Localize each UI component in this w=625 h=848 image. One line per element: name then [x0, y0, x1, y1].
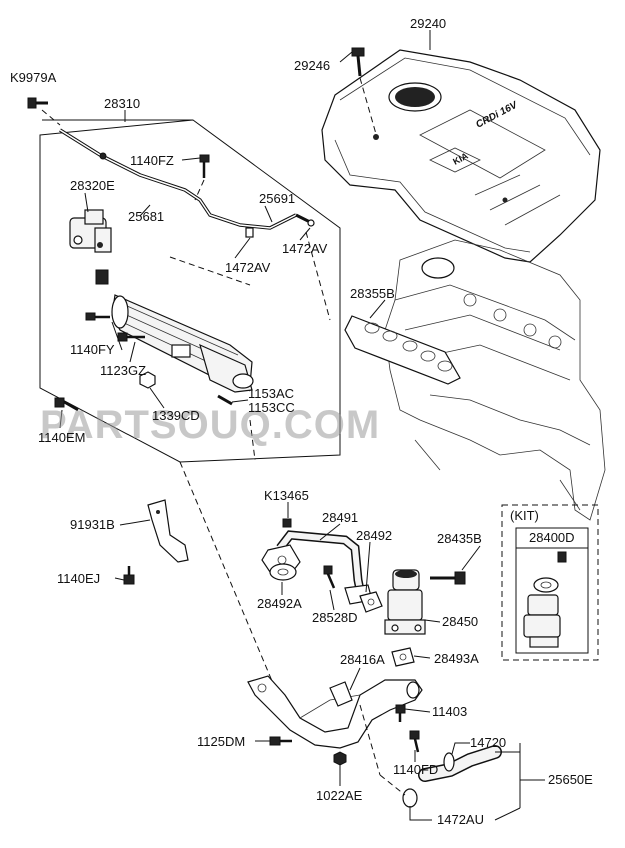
label-1140EM: 1140EM	[38, 430, 85, 445]
label-1472AV-right: 1472AV	[282, 241, 328, 256]
bolt-1125DM-part	[269, 736, 292, 746]
label-1140FZ: 1140FZ	[130, 153, 174, 168]
label-1140FD: 1140FD	[393, 762, 438, 777]
bolt-1140EM-part	[54, 397, 79, 412]
hose-25650E-part	[418, 745, 502, 782]
engine-cover-part: KIA CRDi 16V	[321, 49, 601, 263]
label-28310: 28310	[104, 96, 140, 111]
watermark-text: PARTSOUQ.COM	[40, 403, 380, 447]
screw-K13465-part	[282, 518, 292, 528]
clamp-14720-part	[443, 752, 455, 772]
egr-pipe-25681-part	[59, 128, 315, 238]
label-25650E: 25650E	[548, 772, 593, 787]
label-91931B: 91931B	[70, 517, 115, 532]
label-K9979A: K9979A	[10, 70, 57, 85]
label-1140EJ: 1140EJ	[57, 571, 100, 586]
label-14720: 14720	[470, 735, 506, 750]
bolt-29246-part	[351, 47, 365, 77]
bolt-28528D-part	[323, 565, 336, 589]
bolt-1140FD-part	[409, 730, 420, 753]
label-28492: 28492	[356, 528, 392, 543]
label-28491: 28491	[322, 510, 358, 525]
bracket-91931B-part	[147, 499, 189, 563]
clip-part	[95, 269, 109, 285]
label-1022AE: 1022AE	[316, 788, 363, 803]
label-28493A: 28493A	[434, 651, 479, 666]
bolt-1140EJ-part	[123, 566, 135, 585]
clamp-1472AU-part	[402, 788, 418, 808]
label-28355B: 28355B	[350, 286, 395, 301]
label-25681: 25681	[128, 209, 164, 224]
engine-block-part	[384, 239, 606, 521]
label-28416A: 28416A	[340, 652, 385, 667]
leader-lines	[59, 30, 545, 821]
bolt-K9979A-part	[27, 97, 48, 109]
label-28450: 28450	[442, 614, 478, 629]
label-28492A: 28492A	[257, 596, 302, 611]
part-labels: 29240 29246 K9979A 28310 1140FZ 28320E 2…	[10, 16, 593, 827]
nut-1022AE-part	[333, 751, 347, 766]
label-kit: (KIT)	[510, 508, 539, 523]
gasket-28493A-part	[391, 647, 415, 667]
egr-actuator-28320E-part	[69, 209, 112, 253]
label-K13465: K13465	[264, 488, 309, 503]
label-28320E: 28320E	[70, 178, 115, 193]
egr-pipe-28491-part	[261, 530, 373, 605]
label-1140FY: 1140FY	[70, 342, 115, 357]
egr-cooler-pipe-28416A-part	[247, 675, 423, 749]
bolt-1123GZ-part	[117, 332, 145, 342]
label-28528D: 28528D	[312, 610, 358, 625]
exhaust-gasket-28355B-part	[344, 315, 461, 385]
label-1153CC: 1153CC	[248, 400, 295, 415]
label-28435B: 28435B	[437, 531, 482, 546]
label-1123GZ: 1123GZ	[100, 363, 146, 378]
label-1125DM: 1125DM	[197, 734, 245, 749]
label-1339CD: 1339CD	[152, 408, 200, 423]
bolt-1140FZ-part	[199, 154, 210, 178]
nut-1339CD-part	[139, 371, 156, 389]
bolt-11403-part	[395, 704, 406, 722]
label-28400D: 28400D	[529, 530, 575, 545]
label-1472AV-left: 1472AV	[225, 260, 271, 275]
label-1153AC: 1153AC	[248, 386, 294, 401]
stud-1153AC-part	[217, 394, 233, 406]
label-11403: 11403	[432, 704, 467, 719]
egr-valve-28450-part	[384, 569, 426, 635]
gasket-28492A-part	[269, 563, 297, 581]
kit-box	[501, 504, 599, 661]
bolt-28435B-part	[430, 571, 466, 585]
label-25691: 25691	[259, 191, 295, 206]
label-29240: 29240	[410, 16, 446, 31]
egr-cooler-part	[111, 294, 254, 393]
gasket-28492-part	[359, 591, 383, 613]
label-1472AU: 1472AU	[437, 812, 484, 827]
bolt-1140FY-part	[85, 312, 110, 321]
label-29246: 29246	[294, 58, 330, 73]
